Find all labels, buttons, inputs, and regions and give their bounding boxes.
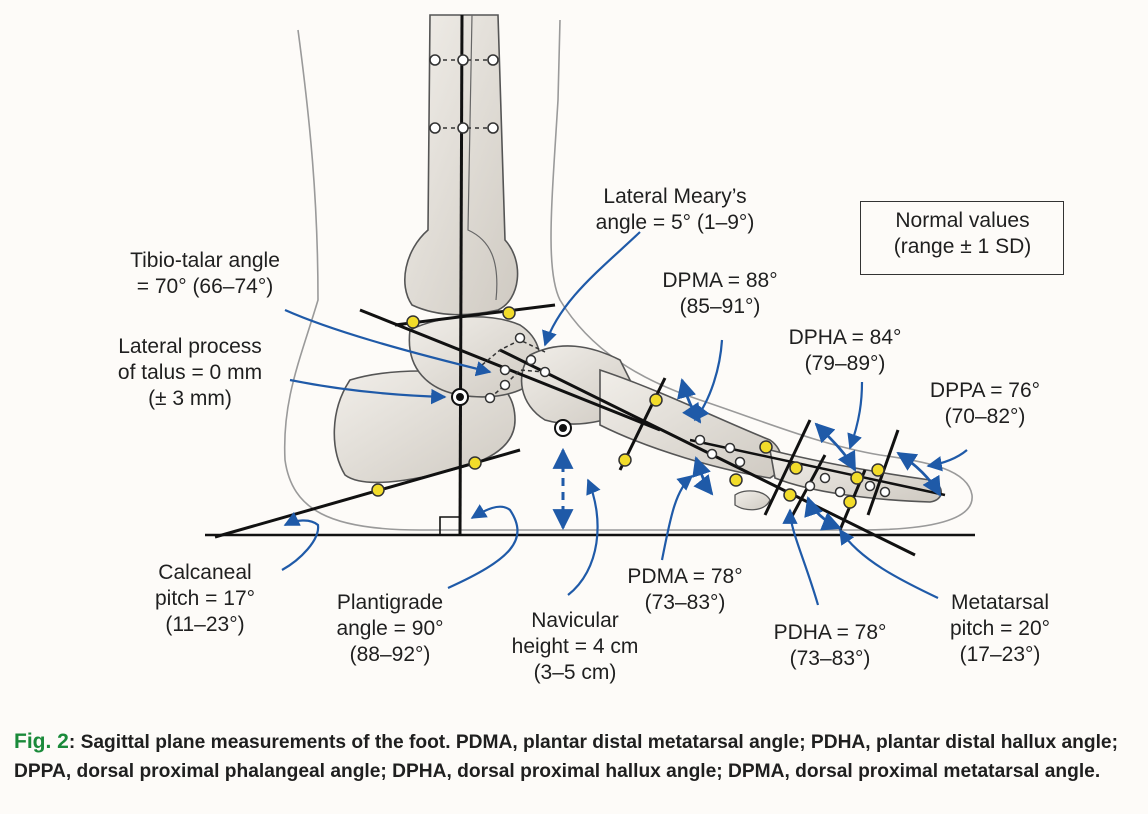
skin-outline xyxy=(283,19,973,531)
label-dpma: DPMA = 88°(85–91°) xyxy=(662,269,778,318)
tibial-axis-line xyxy=(458,14,464,536)
midfoot-joint-markers xyxy=(481,332,891,498)
label-dpha: DPHA = 84°(79–89°) xyxy=(788,326,902,375)
angle-arrows xyxy=(677,378,942,531)
normal-values-box xyxy=(860,201,1064,275)
tibia-joint-markers xyxy=(429,54,499,134)
landmark-markers xyxy=(371,306,885,509)
tibiotalar-line xyxy=(394,303,556,327)
label-normal-values: Normal values(range ± 1 SD) xyxy=(893,209,1032,258)
leader-arrows xyxy=(281,231,968,606)
right-angle-marker xyxy=(439,516,460,535)
label-pdma: PDMA = 78°(73–83°) xyxy=(627,565,743,614)
label-dppa: DPPA = 76°(70–82°) xyxy=(929,379,1041,428)
foot-diagram xyxy=(205,14,975,606)
reference-points xyxy=(451,388,572,437)
figure-number: Fig. 2 xyxy=(14,730,69,753)
label-pdha: PDHA = 78°(73–83°) xyxy=(773,621,887,670)
caption-text: : Sagittal plane measurements of the foo… xyxy=(14,732,1118,782)
sesamoid-bone xyxy=(734,490,771,511)
label-tibio-talar: Tibio-talar angle= 70° (66–74°) xyxy=(130,249,280,298)
figure-caption: Fig. 2: Sagittal plane measurements of t… xyxy=(14,727,1139,786)
